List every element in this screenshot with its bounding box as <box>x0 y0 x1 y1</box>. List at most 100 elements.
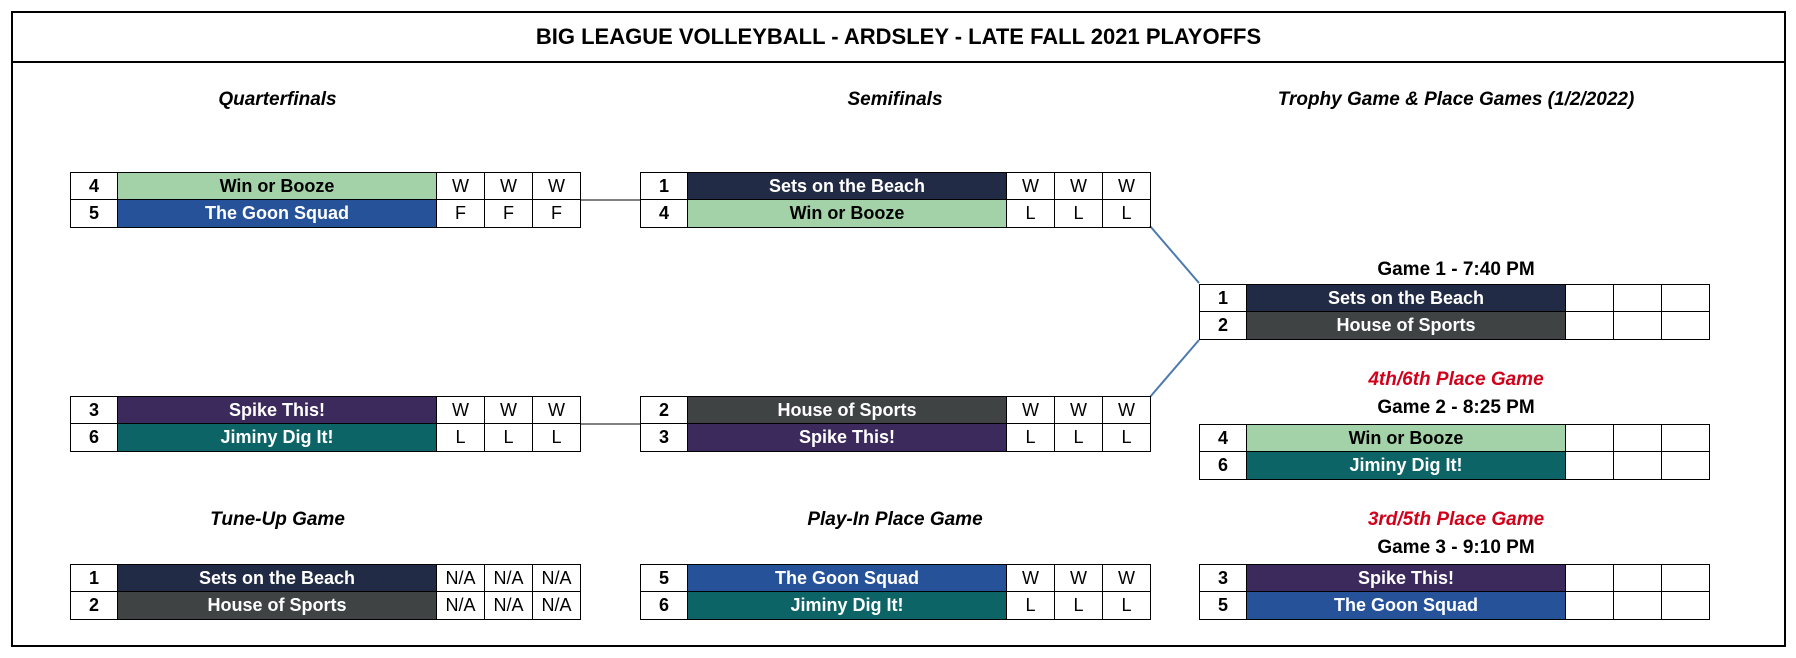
result-cell: W <box>1103 172 1151 200</box>
game2-label: Game 2 - 8:25 PM <box>1377 397 1535 418</box>
result-cell: W <box>533 172 581 200</box>
result-cell <box>1566 424 1614 452</box>
seed-cell: 1 <box>640 172 688 200</box>
seed-cell: 5 <box>640 564 688 592</box>
game1-label: Game 1 - 7:40 PM <box>1377 259 1535 280</box>
result-cell <box>1614 592 1662 620</box>
result-cell <box>1566 452 1614 480</box>
result-cell: N/A <box>437 564 485 592</box>
header-playin: Play-In Place Game <box>807 509 983 530</box>
team-name-cell: House of Sports <box>118 592 437 620</box>
team-name-cell: The Goon Squad <box>1247 592 1566 620</box>
result-cell <box>1614 452 1662 480</box>
seed-cell: 5 <box>70 200 118 228</box>
team-name-cell: Jiminy Dig It! <box>118 424 437 452</box>
seed-cell: 6 <box>640 592 688 620</box>
team-name-cell: The Goon Squad <box>118 200 437 228</box>
header-tuneup: Tune-Up Game <box>210 509 345 530</box>
result-cell <box>1614 564 1662 592</box>
result-cell <box>1662 284 1710 312</box>
header-quarterfinals: Quarterfinals <box>218 89 337 110</box>
result-cell: L <box>1055 424 1103 452</box>
result-cell: N/A <box>485 592 533 620</box>
result-cell: F <box>485 200 533 228</box>
team-name-cell: Sets on the Beach <box>118 564 437 592</box>
seed-cell: 3 <box>640 424 688 452</box>
result-cell: L <box>1103 592 1151 620</box>
result-cell <box>1614 312 1662 340</box>
result-cell: L <box>1007 424 1055 452</box>
result-cell: W <box>437 172 485 200</box>
seed-cell: 3 <box>70 396 118 424</box>
team-name-cell: The Goon Squad <box>688 564 1007 592</box>
result-cell <box>1614 424 1662 452</box>
result-cell: W <box>1055 396 1103 424</box>
result-cell: L <box>437 424 485 452</box>
result-cell: W <box>1007 172 1055 200</box>
team-name-cell: Win or Booze <box>118 172 437 200</box>
seed-cell: 2 <box>70 592 118 620</box>
seed-cell: 4 <box>1199 424 1247 452</box>
seed-cell: 3 <box>1199 564 1247 592</box>
result-cell: W <box>1055 172 1103 200</box>
result-cell <box>1566 564 1614 592</box>
result-cell: W <box>1103 564 1151 592</box>
seed-cell: 4 <box>70 172 118 200</box>
result-cell <box>1614 284 1662 312</box>
result-cell: L <box>533 424 581 452</box>
result-cell: L <box>1007 592 1055 620</box>
team-name-cell: Win or Booze <box>688 200 1007 228</box>
team-name-cell: House of Sports <box>1247 312 1566 340</box>
result-cell <box>1662 424 1710 452</box>
seed-cell: 2 <box>1199 312 1247 340</box>
header-trophy-games: Trophy Game & Place Games (1/2/2022) <box>1277 89 1635 110</box>
result-cell: N/A <box>437 592 485 620</box>
seed-cell: 6 <box>70 424 118 452</box>
seed-cell: 1 <box>70 564 118 592</box>
result-cell <box>1566 284 1614 312</box>
result-cell: W <box>437 396 485 424</box>
result-cell: W <box>485 396 533 424</box>
result-cell <box>1566 592 1614 620</box>
sf1-connector <box>1149 225 1200 284</box>
result-cell: L <box>485 424 533 452</box>
result-cell: L <box>1103 424 1151 452</box>
result-cell: W <box>1055 564 1103 592</box>
result-cell: L <box>1103 200 1151 228</box>
result-cell: L <box>1055 200 1103 228</box>
result-cell: L <box>1055 592 1103 620</box>
team-name-cell: House of Sports <box>688 396 1007 424</box>
result-cell: N/A <box>533 592 581 620</box>
result-cell: N/A <box>533 564 581 592</box>
team-name-cell: Spike This! <box>1247 564 1566 592</box>
team-name-cell: Jiminy Dig It! <box>1247 452 1566 480</box>
result-cell: W <box>533 396 581 424</box>
result-cell <box>1662 592 1710 620</box>
team-name-cell: Sets on the Beach <box>688 172 1007 200</box>
result-cell: F <box>437 200 485 228</box>
team-name-cell: Win or Booze <box>1247 424 1566 452</box>
fourth-sixth-place-label: 4th/6th Place Game <box>1368 369 1544 390</box>
result-cell <box>1566 312 1614 340</box>
result-cell: W <box>1103 396 1151 424</box>
result-cell <box>1662 564 1710 592</box>
header-semifinals: Semifinals <box>847 89 943 110</box>
third-fifth-place-label: 3rd/5th Place Game <box>1367 509 1545 530</box>
result-cell: N/A <box>485 564 533 592</box>
